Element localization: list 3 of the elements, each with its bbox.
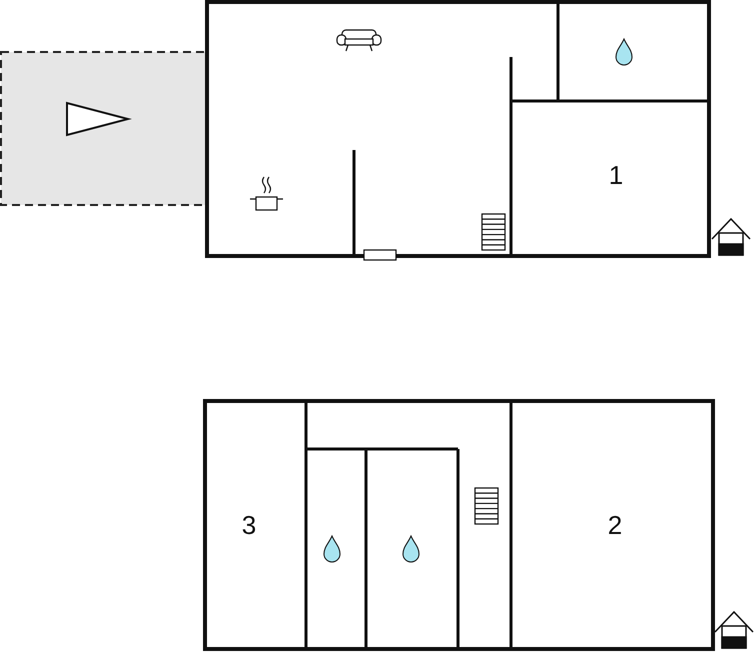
- room-number: 3: [242, 512, 256, 538]
- room-number: 2: [608, 512, 622, 538]
- room-number: 1: [608, 162, 624, 188]
